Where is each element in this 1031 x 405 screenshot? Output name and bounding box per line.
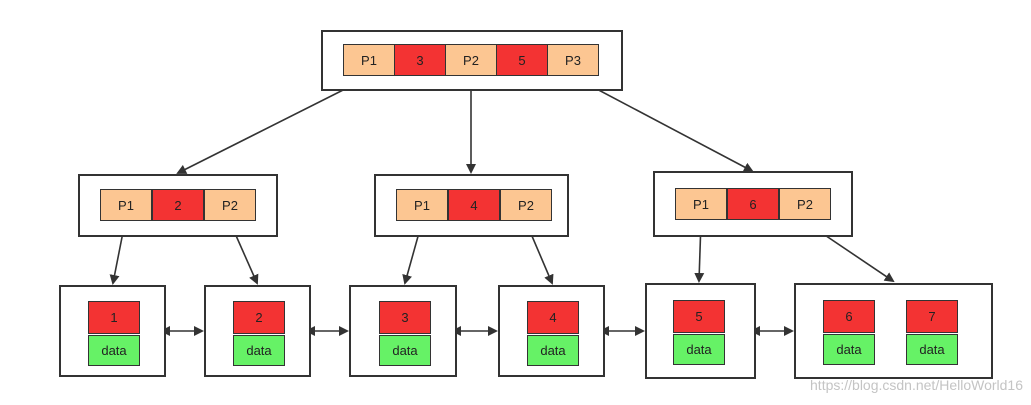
leaf-data-cell: data [823, 334, 875, 365]
root-to-child-arrow [176, 76, 370, 174]
pointer-cell: P1 [396, 189, 448, 221]
leaf-data-cell: data [88, 335, 140, 366]
pointer-cell: P2 [204, 189, 256, 221]
key-cell: 2 [152, 189, 204, 221]
watermark-text: https://blog.csdn.net/HelloWorld16 [810, 377, 1023, 393]
leaf-data-cell: data [233, 335, 285, 366]
leaf-key-cell: 4 [527, 301, 579, 334]
key-cell: 5 [496, 44, 548, 76]
leaf-data-cell: data [379, 335, 431, 366]
pointer-cell: P2 [445, 44, 497, 76]
pointer-cell: P1 [675, 188, 727, 220]
leaf-key-cell: 6 [823, 300, 875, 333]
key-cell: 6 [727, 188, 779, 220]
leaf-key-cell: 7 [906, 300, 958, 333]
leaf-key-cell: 1 [88, 301, 140, 334]
leaf-key-cell: 2 [233, 301, 285, 334]
leaf-data-cell: data [527, 335, 579, 366]
leaf-data-cell: data [673, 334, 725, 365]
leaf-data-cell: data [906, 334, 958, 365]
pointer-cell: P3 [547, 44, 599, 76]
leaf-key-cell: 5 [673, 300, 725, 333]
root-to-child-arrow [573, 76, 754, 172]
pointer-cell: P1 [100, 189, 152, 221]
pointer-cell: P1 [343, 44, 395, 76]
pointer-cell: P2 [779, 188, 831, 220]
key-cell: 4 [448, 189, 500, 221]
leaf-key-cell: 3 [379, 301, 431, 334]
pointer-cell: P2 [500, 189, 552, 221]
key-cell: 3 [394, 44, 446, 76]
